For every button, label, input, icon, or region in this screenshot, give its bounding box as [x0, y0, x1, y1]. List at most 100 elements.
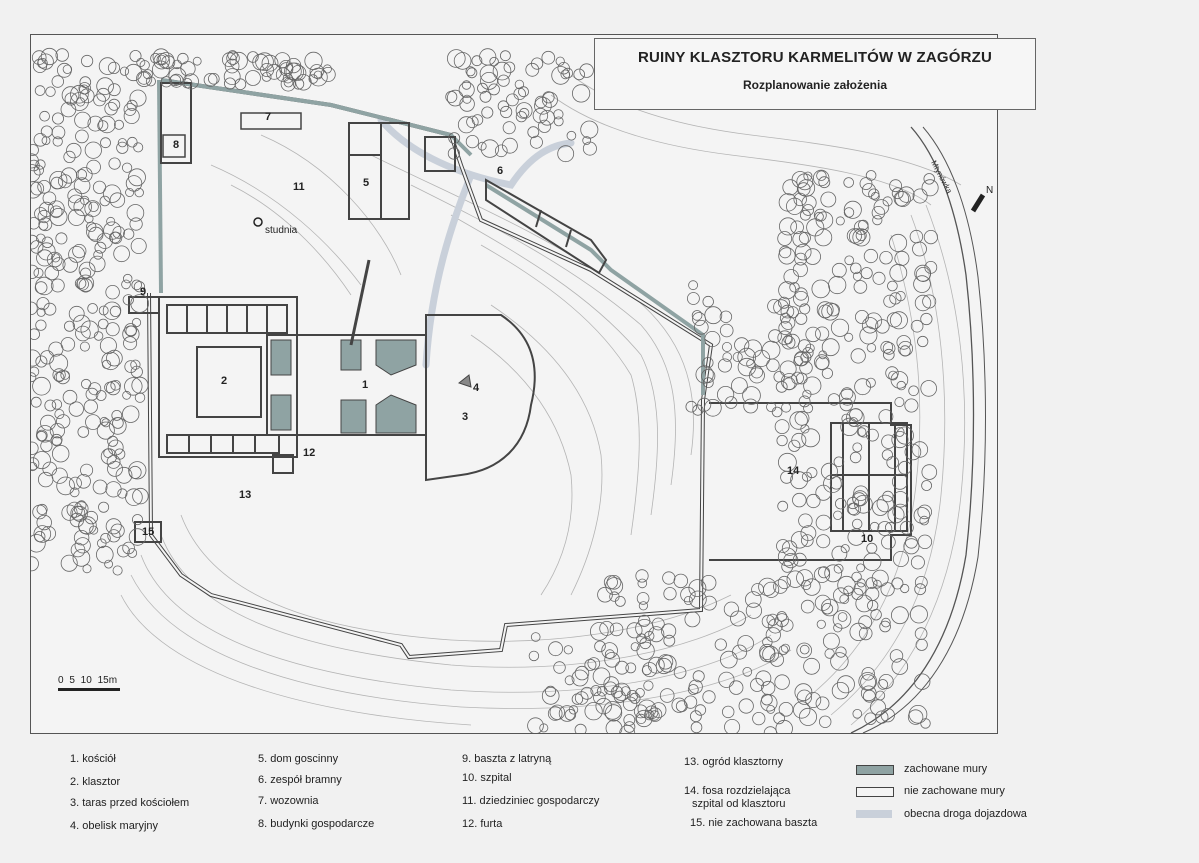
tree-canopy [800, 599, 815, 614]
tree-canopy [896, 335, 912, 350]
tree-canopy [697, 397, 712, 412]
tree-canopy [51, 253, 61, 263]
building-8-room [162, 134, 186, 158]
tree-canopy [41, 236, 54, 249]
tree-canopy [541, 687, 560, 705]
tree-canopy [773, 299, 789, 316]
tree-canopy [127, 548, 138, 558]
tree-canopy [31, 556, 39, 572]
tree-canopy [767, 299, 782, 314]
tree-canopy [224, 58, 240, 74]
tree-canopy [875, 319, 890, 334]
tree-canopy [519, 107, 530, 119]
tree-canopy [612, 682, 631, 701]
tree-canopy [761, 340, 781, 360]
tree-canopy [636, 641, 655, 660]
tree-canopy [643, 680, 654, 691]
label-10: 10 [861, 533, 874, 545]
tree-canopy [125, 175, 143, 192]
tree-canopy [80, 54, 94, 68]
tree-canopy [108, 98, 121, 111]
tree-canopy [247, 51, 259, 63]
tree-canopy [671, 697, 687, 713]
tree-canopy [889, 649, 904, 663]
tree-canopy [872, 271, 886, 285]
tree-canopy [717, 358, 732, 373]
tree-canopy [895, 290, 906, 302]
tree-canopy [835, 646, 847, 658]
tree-canopy [86, 159, 101, 175]
tree-canopy [898, 186, 915, 203]
tree-canopy [910, 319, 924, 333]
tree-canopy [553, 116, 564, 127]
tree-canopy [796, 642, 812, 659]
legend-item-5: 5. dom goscinny [258, 753, 339, 765]
tree-canopy [766, 401, 777, 413]
tree-canopy [814, 228, 833, 247]
tree-canopy [245, 70, 261, 86]
tree-canopy [852, 518, 863, 530]
tree-canopy [501, 137, 518, 154]
tree-canopy [609, 591, 620, 602]
tree-canopy [915, 266, 931, 282]
tree-canopy [839, 594, 850, 605]
legend-item-4: 4. obelisk maryjny [70, 820, 159, 832]
tree-canopy [92, 479, 108, 495]
tree-canopy [60, 554, 78, 572]
tree-canopy [793, 356, 804, 367]
tree-canopy [852, 708, 863, 719]
tree-canopy [545, 685, 557, 697]
tree-canopy [750, 365, 764, 379]
tree-canopy [879, 620, 891, 633]
tree-canopy [876, 494, 895, 513]
tree-canopy [564, 709, 577, 721]
tree-canopy [880, 708, 895, 723]
tree-canopy [630, 642, 640, 652]
tree-canopy [117, 138, 128, 148]
tree-canopy [457, 116, 475, 134]
tree-canopy [34, 281, 48, 294]
tree-canopy [61, 86, 80, 104]
tree-canopy [499, 50, 511, 62]
tree-canopy [848, 417, 859, 427]
tree-canopy [695, 365, 714, 384]
tree-canopy [820, 462, 838, 480]
tree-canopy [794, 252, 808, 266]
tree-canopy [818, 304, 833, 319]
tree-canopy [724, 719, 741, 733]
tree-canopy [104, 559, 113, 569]
tree-canopy [832, 610, 852, 629]
tree-canopy [505, 93, 519, 107]
preserved-walls [157, 78, 705, 395]
legend-item-10: 10. szpital [462, 772, 512, 784]
tree-canopy [833, 510, 843, 521]
tree-canopy [528, 650, 540, 662]
tree-canopy [151, 60, 170, 79]
tree-canopy [730, 610, 746, 627]
tree-canopy [31, 396, 42, 408]
tree-canopy [66, 142, 82, 159]
tree-canopy [84, 510, 99, 525]
tree-canopy [799, 303, 811, 315]
tree-canopy [31, 457, 40, 471]
tree-canopy [637, 699, 657, 719]
tree-canopy [107, 83, 121, 97]
tree-canopy [804, 248, 821, 265]
tree-canopy [497, 74, 510, 87]
tree-canopy [98, 115, 116, 134]
tree-canopy [61, 504, 78, 521]
tree-canopy [555, 56, 565, 66]
tree-canopy [606, 574, 622, 590]
tree-canopy [745, 602, 763, 619]
tree-canopy [100, 448, 118, 465]
tree-canopy [70, 84, 89, 104]
tree-canopy [857, 425, 871, 438]
tree-canopy [280, 76, 296, 92]
tree-canopy [157, 52, 175, 69]
tree-canopy [72, 549, 91, 567]
tree-canopy [479, 48, 497, 66]
tree-canopy [815, 514, 832, 531]
tree-canopy [234, 78, 247, 90]
tree-canopy [889, 179, 902, 193]
tree-canopy [574, 691, 589, 705]
